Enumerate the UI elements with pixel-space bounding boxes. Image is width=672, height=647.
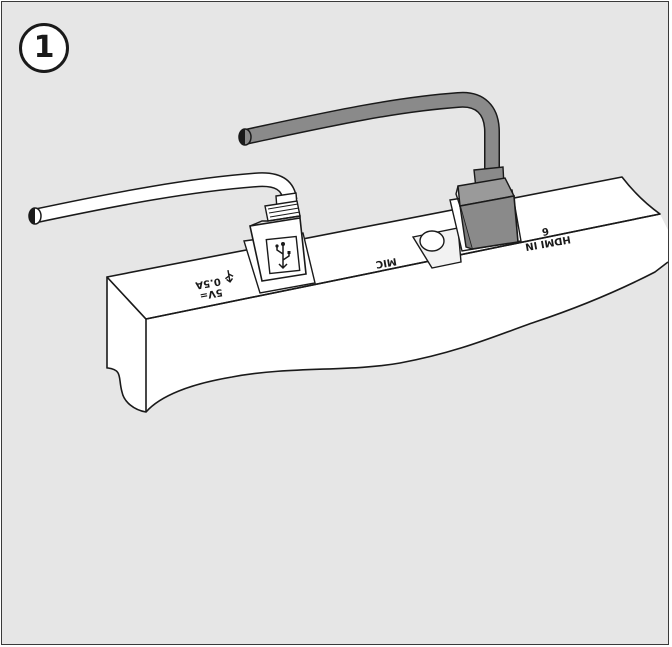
usb-voltage-label: 5V= bbox=[199, 286, 224, 301]
hdmi-cable bbox=[243, 93, 499, 172]
mic-port bbox=[411, 227, 462, 269]
usb-current-label: 0.5A bbox=[194, 275, 221, 290]
device-front-edge bbox=[145, 213, 661, 320]
device-front-face bbox=[107, 214, 668, 412]
usb-plug bbox=[249, 192, 307, 282]
usb-cable bbox=[33, 173, 296, 222]
device-bottom-edge bbox=[145, 261, 669, 413]
mic-label: MIC bbox=[375, 255, 398, 269]
usb-plug-icon bbox=[275, 242, 291, 270]
hdmi-number-label: 6 bbox=[541, 225, 550, 237]
step-badge: 1 bbox=[19, 23, 69, 73]
hdmi-plug bbox=[455, 166, 519, 250]
step-number: 1 bbox=[33, 30, 55, 65]
usb-label-icon bbox=[224, 269, 234, 283]
device-side-face bbox=[106, 276, 147, 413]
